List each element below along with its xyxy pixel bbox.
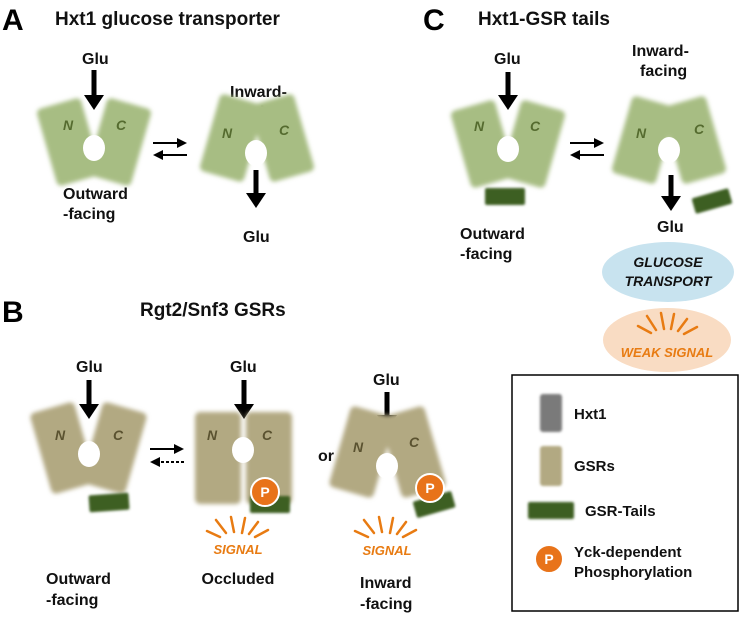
panel-a-letter: A	[2, 4, 24, 37]
legend-phospho-line2: Phosphorylation	[574, 564, 692, 581]
panel-a-glu-bottom: Glu	[243, 229, 270, 246]
panel-b-glu-2: Glu	[230, 359, 257, 376]
n-terminal-label: N	[636, 125, 647, 141]
weak-signal-bubble: WEAK SIGNAL	[603, 308, 731, 372]
c-terminal-label: C	[279, 122, 290, 138]
phospho-icon: P	[415, 473, 445, 503]
binding-pocket	[245, 140, 267, 166]
c-terminal-label: C	[694, 121, 705, 137]
hxt1-gsr-outward-transporter	[451, 100, 565, 188]
binding-pocket	[78, 441, 100, 467]
binding-pocket	[376, 453, 398, 479]
signal-icon	[353, 515, 418, 539]
n-terminal-label: N	[353, 439, 364, 455]
down-arrow-icon	[79, 380, 99, 419]
panel-c-outward-line1: Outward	[460, 226, 525, 243]
equilibrium-arrows-icon	[570, 138, 604, 160]
signal-icon	[205, 515, 270, 539]
legend-phospho-line1: Yck-dependent	[574, 544, 682, 561]
n-terminal-label: N	[55, 427, 66, 443]
c-terminal-label: C	[113, 427, 124, 443]
panel-b-inward-line2: -facing	[360, 596, 412, 613]
panel-c-glu-top: Glu	[494, 51, 521, 68]
down-arrow-icon	[84, 70, 104, 110]
phospho-icon: P	[250, 477, 280, 507]
panel-a: A Hxt1 glucose transporter Glu N C Inwar…	[2, 4, 314, 246]
panel-a-inward-line1: Inward-	[230, 84, 287, 101]
panel-a-outward-line2: -facing	[63, 206, 115, 223]
panel-b-or: or	[318, 448, 334, 465]
panel-b-glu-3: Glu	[373, 372, 400, 389]
panel-b-letter: B	[2, 296, 24, 329]
weak-signal-text: WEAK SIGNAL	[621, 345, 714, 360]
panel-b-outward-line1: Outward	[46, 571, 111, 588]
gsr-tail-swatch	[528, 502, 574, 519]
legend-gsrs: GSRs	[574, 458, 615, 475]
gsr-tail	[485, 188, 525, 205]
down-arrow-icon	[498, 72, 518, 110]
down-arrow-icon	[246, 170, 266, 208]
n-terminal-label: N	[474, 118, 485, 134]
panel-c-letter: C	[423, 4, 445, 37]
panel-b-title: Rgt2/Snf3 GSRs	[140, 300, 286, 321]
down-arrow-icon	[661, 175, 681, 211]
panel-b-occluded: Occluded	[202, 571, 275, 588]
hxt1-inward-transporter	[200, 94, 314, 182]
panel-c-outward-line2: -facing	[460, 246, 512, 263]
legend-hxt1: Hxt1	[574, 406, 607, 423]
panel-a-title: Hxt1 glucose transporter	[55, 9, 280, 30]
panel-b-glu-1: Glu	[76, 359, 103, 376]
phospho-icon: P	[534, 544, 564, 574]
gsr-tail	[692, 188, 732, 214]
down-arrow-icon	[234, 380, 254, 419]
panel-a-glu-top: Glu	[82, 51, 109, 68]
gsr-outward-transporter	[30, 402, 147, 494]
panel-c-title: Hxt1-GSR tails	[478, 9, 610, 30]
panel-c-glu-bottom: Glu	[657, 219, 684, 236]
hxt1-outward-transporter	[37, 98, 151, 186]
c-terminal-label: C	[116, 117, 127, 133]
signal-icon	[636, 311, 699, 336]
transport-line2: TRANSPORT	[625, 273, 713, 289]
hxt1-swatch	[540, 394, 562, 432]
legend-phospho-label: P	[544, 551, 553, 567]
panel-c-inward-line2: facing	[640, 63, 687, 80]
c-terminal-label: C	[530, 118, 541, 134]
binding-pocket	[497, 136, 519, 162]
c-terminal-label: C	[409, 434, 420, 450]
signal-text-2: SIGNAL	[362, 543, 411, 558]
binding-pocket	[232, 437, 254, 463]
n-terminal-label: N	[222, 125, 233, 141]
equilibrium-arrows-icon	[150, 444, 184, 467]
transport-line1: GLUCOSE	[633, 254, 703, 270]
panel-b-inward-line1: Inward	[360, 575, 412, 592]
gsr-tail	[413, 491, 456, 518]
panel-c: C Hxt1-GSR tails Glu N C Inward- facing …	[423, 4, 734, 372]
binding-pocket	[658, 137, 680, 163]
c-terminal-label: C	[262, 427, 273, 443]
glucose-transport-bubble: GLUCOSE TRANSPORT	[602, 242, 734, 302]
phospho-label: P	[425, 480, 434, 496]
legend-gsr-tails: GSR-Tails	[585, 503, 656, 520]
hxt1-gsr-inward-transporter	[612, 96, 726, 184]
panel-b: B Rgt2/Snf3 GSRs Glu N C Glu	[2, 296, 456, 613]
signal-text-1: SIGNAL	[213, 542, 262, 557]
phospho-label: P	[260, 484, 269, 500]
binding-pocket	[83, 135, 105, 161]
gsr-swatch	[540, 446, 562, 486]
equilibrium-arrows-icon	[153, 138, 187, 160]
gsr-tail	[88, 492, 130, 513]
panel-b-outward-line2: -facing	[46, 592, 98, 609]
n-terminal-label: N	[207, 427, 218, 443]
legend: Hxt1 GSRs GSR-Tails P Yck-dependent Phos…	[511, 374, 739, 612]
n-terminal-label: N	[63, 117, 74, 133]
panel-c-inward-line1: Inward-	[632, 43, 689, 60]
panel-a-outward-line1: Outward	[63, 186, 128, 203]
